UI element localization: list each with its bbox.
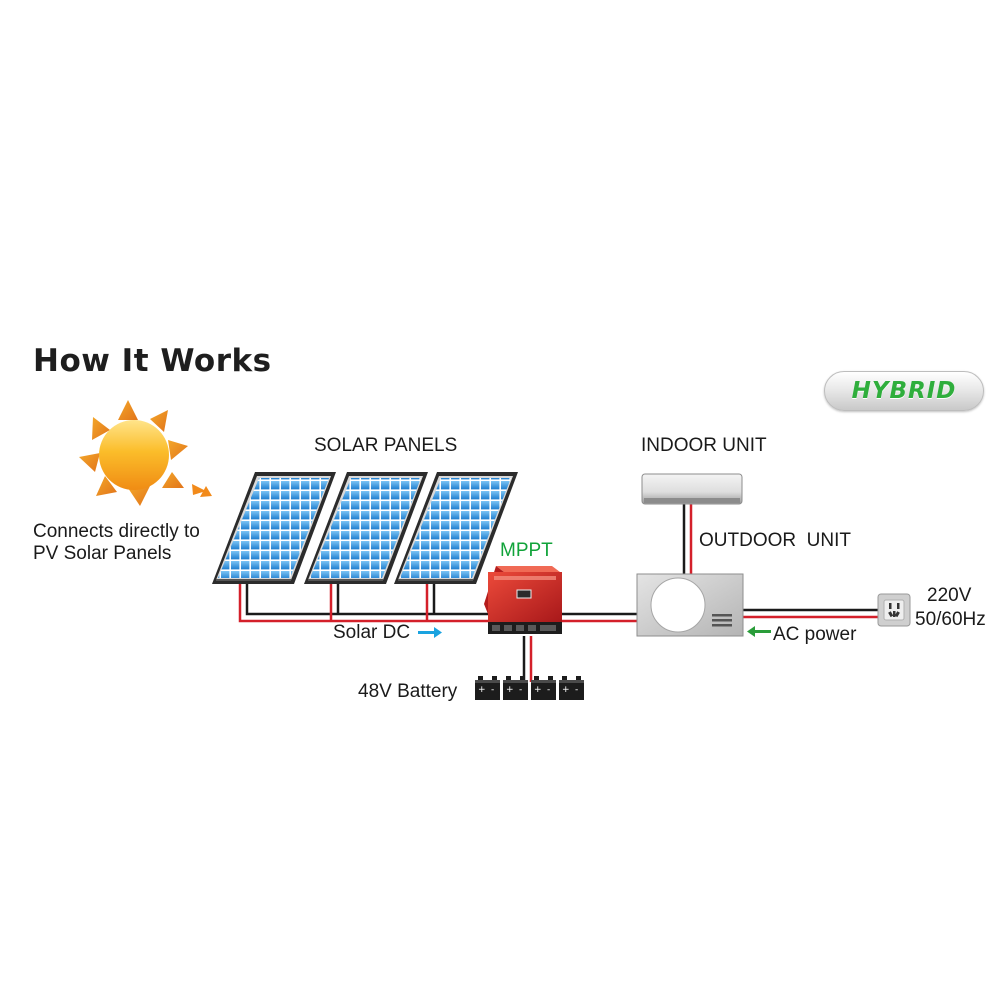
arrow-left-icon: [747, 626, 771, 637]
svg-text:-: -: [491, 685, 494, 695]
svg-text:+: +: [562, 685, 570, 695]
solar-panel-icon: [304, 472, 428, 584]
svg-text:-: -: [547, 685, 550, 695]
wall-outlet-icon: [877, 593, 911, 627]
battery-icon: + -: [475, 676, 500, 700]
solar-dc-label: Solar DC: [333, 622, 410, 643]
battery-icon: + -: [531, 676, 556, 700]
indoor-unit-icon: [641, 473, 743, 505]
hybrid-badge-label: HYBRID: [851, 378, 957, 404]
arrow-right-icon: [418, 627, 442, 638]
solar-panels-label: SOLAR PANELS: [314, 435, 457, 456]
svg-text:-: -: [519, 685, 522, 695]
battery-icon: + -: [503, 676, 528, 700]
frequency-label: 50/60Hz: [915, 609, 986, 630]
battery-icon: + -: [559, 676, 584, 700]
outdoor-unit-icon: [636, 573, 744, 637]
ac-power-label: AC power: [773, 624, 857, 645]
svg-text:+: +: [534, 685, 542, 695]
solar-panel-icon: [394, 472, 518, 584]
outdoor-unit-label: OUTDOOR UNIT: [699, 530, 851, 551]
charge-controller-icon: [484, 566, 562, 634]
solar-panel-icon: [212, 472, 336, 584]
svg-text:+: +: [506, 685, 514, 695]
wiring: [238, 504, 878, 682]
svg-text:-: -: [575, 685, 578, 695]
page-title: How It Works: [33, 343, 272, 379]
voltage-label: 220V: [927, 585, 972, 606]
indoor-unit-label: INDOOR UNIT: [641, 435, 767, 456]
mppt-label: MPPT: [500, 540, 553, 561]
hybrid-badge: HYBRID: [824, 371, 984, 411]
svg-text:+: +: [478, 685, 486, 695]
sun-icon: [79, 400, 212, 506]
battery-label: 48V Battery: [358, 681, 458, 702]
connects-description: Connects directly to PV Solar Panels: [33, 521, 200, 564]
